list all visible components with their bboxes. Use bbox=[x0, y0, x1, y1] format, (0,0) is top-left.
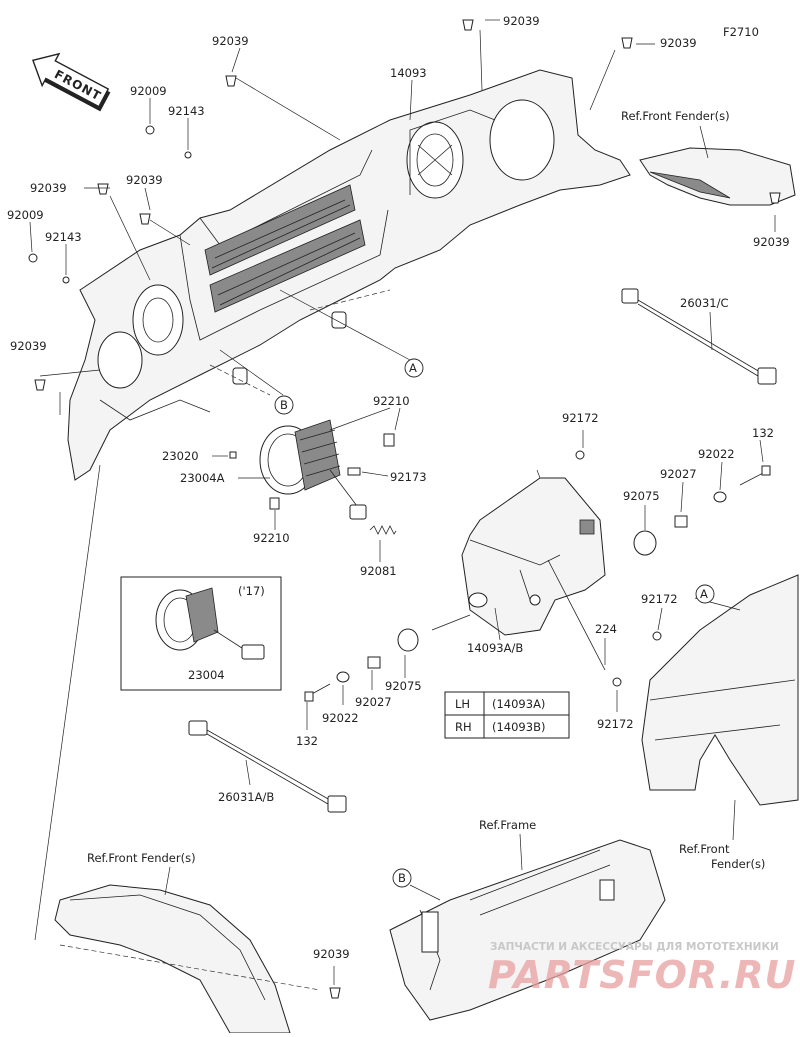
part-92075-right: 92075 bbox=[623, 489, 660, 503]
grille-mesh bbox=[204, 184, 366, 313]
side-table: LH (14093A) RH (14093B) bbox=[444, 691, 570, 739]
collar-92027-left bbox=[367, 656, 381, 669]
ref-front-fender-bottom-left: Ref.Front Fender(s) bbox=[87, 851, 196, 865]
bolt-224 bbox=[547, 559, 606, 671]
table-part-lh: (14093A) bbox=[492, 697, 545, 711]
part-92027-left: 92027 bbox=[355, 695, 392, 709]
grommet-92075-left bbox=[397, 628, 419, 652]
front-arrow-icon: FRONT bbox=[31, 52, 111, 112]
inset-box-2017: ('17) 23004 bbox=[120, 576, 282, 691]
front-cover-assembly bbox=[67, 69, 631, 481]
spring-92081 bbox=[369, 525, 397, 535]
callout-b-bottom: B bbox=[392, 868, 412, 888]
year-note: ('17) bbox=[238, 584, 265, 598]
part-92143-upper: 92143 bbox=[168, 104, 205, 118]
washer-92022-left bbox=[336, 671, 350, 683]
part-92009-upper: 92009 bbox=[130, 84, 167, 98]
callout-a-right: A bbox=[695, 584, 715, 604]
part-23004a: 23004A bbox=[180, 471, 225, 485]
table-part-rh: (14093B) bbox=[492, 720, 545, 734]
part-92039-bottom: 92039 bbox=[313, 947, 350, 961]
callout-b-top: B bbox=[274, 395, 294, 415]
harness-26031ab bbox=[188, 720, 347, 813]
part-14093: 14093 bbox=[390, 66, 427, 80]
headlight-23004a bbox=[229, 419, 395, 520]
front-fender-right-ref bbox=[641, 574, 799, 806]
ref-front-fender-right-1: Ref.Front bbox=[679, 842, 730, 856]
part-14093ab: 14093A/B bbox=[467, 641, 523, 655]
part-92143-lower: 92143 bbox=[45, 230, 82, 244]
part-92081: 92081 bbox=[360, 564, 397, 578]
part-92210-bottom: 92210 bbox=[253, 531, 290, 545]
part-132-right: 132 bbox=[752, 426, 774, 440]
callout-label: A bbox=[700, 587, 708, 601]
grommet-92075-right bbox=[633, 530, 657, 556]
callout-label: B bbox=[398, 871, 406, 885]
washer-92022-right bbox=[713, 491, 727, 503]
harness-26031c bbox=[621, 288, 777, 385]
watermark-line1: ЗАПЧАСТИ И АКСЕССУАРЫ ДЛЯ МОТОТЕХНИКИ bbox=[490, 941, 779, 953]
part-92039-top-right: 92039 bbox=[660, 36, 697, 50]
part-26031c: 26031/C bbox=[680, 296, 729, 310]
bracket-14093ab bbox=[461, 477, 606, 636]
part-23004: 23004 bbox=[188, 668, 225, 682]
part-92022-right: 92022 bbox=[698, 447, 735, 461]
ref-front-fender-right-2: Fender(s) bbox=[711, 857, 765, 871]
part-92039-top-center: 92039 bbox=[503, 14, 540, 28]
clip-icons bbox=[28, 19, 781, 999]
front-fender-top-ref bbox=[639, 147, 796, 206]
figure-code: F2710 bbox=[723, 25, 759, 39]
callout-a-top: A bbox=[404, 358, 424, 378]
watermark: ЗАПЧАСТИ И АКСЕССУАРЫ ДЛЯ МОТОТЕХНИКИ PA… bbox=[488, 941, 796, 997]
part-92075-left: 92075 bbox=[385, 679, 422, 693]
ref-frame: Ref.Frame bbox=[479, 818, 536, 832]
part-labels: 92039 92039 92039 14093 92009 92143 9203… bbox=[7, 14, 790, 961]
part-92039-left-mid: 92039 bbox=[30, 181, 67, 195]
part-23020: 23020 bbox=[162, 449, 199, 463]
part-92210-top: 92210 bbox=[373, 394, 410, 408]
callout-label: B bbox=[280, 398, 288, 412]
part-92039-center-left: 92039 bbox=[126, 173, 163, 187]
part-92009-lower: 92009 bbox=[7, 208, 44, 222]
part-92027-right: 92027 bbox=[660, 467, 697, 481]
part-92039-left-low: 92039 bbox=[10, 339, 47, 353]
part-92173: 92173 bbox=[390, 470, 427, 484]
table-side-lh: LH bbox=[455, 697, 470, 711]
part-92172-right: 92172 bbox=[641, 592, 678, 606]
front-fender-bottom-left-ref bbox=[54, 884, 291, 1034]
part-92039-top-left: 92039 bbox=[212, 34, 249, 48]
table-side-rh: RH bbox=[455, 720, 472, 734]
part-92039-right-fender: 92039 bbox=[753, 235, 790, 249]
ref-front-fender-top: Ref.Front Fender(s) bbox=[621, 109, 730, 123]
part-26031ab: 26031A/B bbox=[218, 790, 274, 804]
part-92022-left: 92022 bbox=[322, 711, 359, 725]
part-92172-bottom: 92172 bbox=[597, 717, 634, 731]
frame-ref bbox=[389, 839, 666, 1021]
collar-92027-right bbox=[674, 515, 688, 528]
part-224: 224 bbox=[595, 622, 617, 636]
bolt-132-right bbox=[739, 471, 766, 486]
part-92172-top: 92172 bbox=[562, 411, 599, 425]
watermark-line2: PARTSFOR.RU bbox=[488, 953, 796, 997]
leader-lines bbox=[29, 19, 776, 985]
part-132-left: 132 bbox=[296, 734, 318, 748]
callout-label: A bbox=[409, 361, 417, 375]
